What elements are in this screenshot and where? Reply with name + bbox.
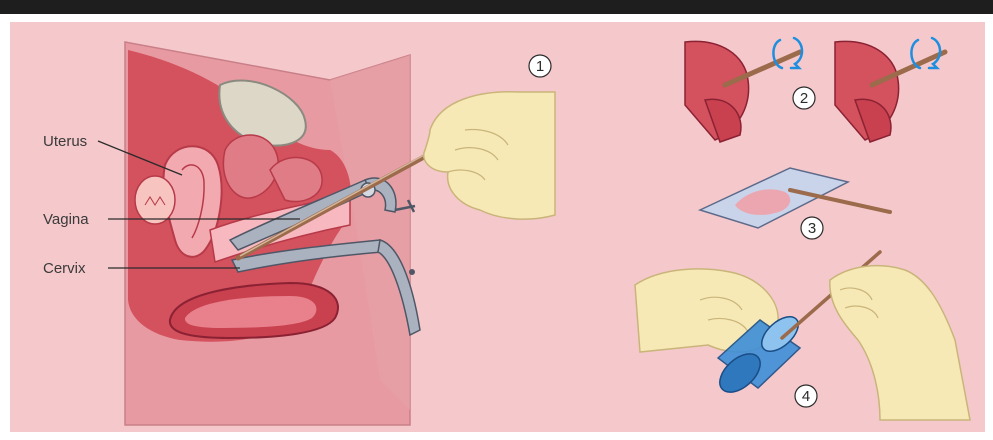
cervix-label: Cervix bbox=[43, 260, 86, 277]
gloved-hand-1 bbox=[424, 92, 555, 219]
vagina-label: Vagina bbox=[43, 211, 89, 228]
cervix-view-left bbox=[685, 38, 802, 142]
cervix-view-right bbox=[835, 38, 945, 142]
step-2-number: 2 bbox=[800, 90, 808, 107]
glove-right-hand bbox=[830, 266, 970, 420]
step-badge-3: 3 bbox=[801, 217, 823, 239]
step-4-number: 4 bbox=[802, 388, 810, 405]
uterus-label: Uterus bbox=[43, 133, 87, 150]
ovary bbox=[135, 176, 175, 224]
glove-1 bbox=[424, 92, 555, 219]
step-badge-4: 4 bbox=[795, 385, 817, 407]
step-2-illustration bbox=[685, 38, 945, 142]
speculum-screw-knob bbox=[409, 269, 415, 275]
step-3-number: 3 bbox=[808, 220, 816, 237]
step-badge-2: 2 bbox=[793, 87, 815, 109]
step-badge-1: 1 bbox=[529, 55, 551, 77]
step-1-number: 1 bbox=[536, 58, 544, 75]
step-3-illustration bbox=[700, 168, 890, 228]
